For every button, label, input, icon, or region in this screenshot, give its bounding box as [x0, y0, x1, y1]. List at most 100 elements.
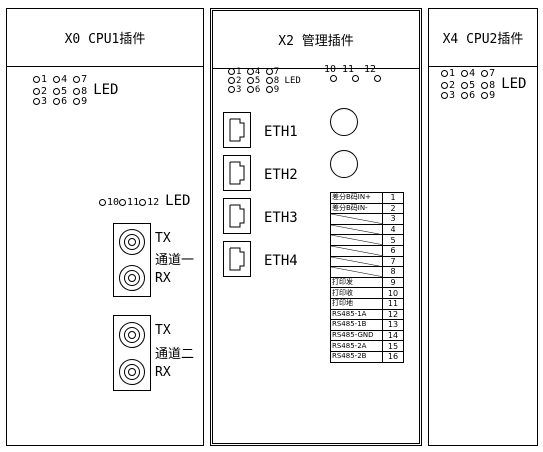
led-indicator — [73, 75, 81, 83]
led-indicator — [441, 91, 448, 99]
led-indicator — [73, 97, 81, 105]
terminal-number[interactable]: 10 — [382, 287, 404, 299]
terminal-number[interactable]: 11 — [382, 297, 404, 310]
terminal-label-unused — [330, 244, 383, 257]
led-indicator — [461, 81, 469, 89]
led-indicator — [441, 69, 448, 77]
led-indicator — [73, 87, 81, 95]
terminal-label-unused — [330, 266, 383, 278]
channel1-connector-box — [113, 223, 151, 297]
terminal-number[interactable]: 2 — [382, 202, 404, 215]
terminal-number[interactable]: 9 — [382, 276, 404, 289]
led-row-1: 1 4 7 — [33, 75, 118, 85]
led-label: LED — [165, 193, 191, 209]
led-indicator — [481, 81, 489, 89]
channel1-tx-port[interactable] — [119, 229, 145, 255]
led-indicator — [246, 77, 254, 84]
terminal-label: RS485-1A — [330, 308, 383, 321]
led-row-2: 2 5 8 LED — [228, 77, 301, 86]
mgmt-led-10-label: 10 — [324, 64, 337, 75]
terminal-row: 差分B码IN-2 — [330, 202, 404, 215]
led-row-1: 1 4 7 — [441, 69, 526, 79]
channel1-rx-label: RX — [155, 271, 171, 286]
led-indicator — [228, 86, 235, 93]
led-indicator — [33, 75, 40, 83]
led-indicator — [265, 77, 273, 84]
led-indicator — [228, 68, 235, 75]
terminal-number[interactable]: 7 — [382, 255, 404, 268]
cpu1-led-grid: 1 4 7 2 5 8 LED 3 6 9 — [33, 75, 118, 107]
terminal-number[interactable]: 15 — [382, 340, 404, 352]
terminal-number[interactable]: 16 — [382, 350, 404, 363]
terminal-row: 5 — [330, 234, 404, 246]
led-indicator — [53, 87, 61, 95]
terminal-row: 7 — [330, 255, 404, 268]
led-indicator — [119, 198, 127, 206]
channel2-tx-label: TX — [155, 323, 171, 338]
terminal-label-unused — [330, 223, 383, 236]
channel2-name: 通道二 — [155, 347, 195, 362]
led-indicator — [99, 198, 106, 206]
terminal-number[interactable]: 12 — [382, 308, 404, 321]
terminal-row: 8 — [330, 266, 404, 278]
terminal-row: 3 — [330, 213, 404, 225]
terminal-number[interactable]: 14 — [382, 329, 404, 342]
led-row-1: 1 4 7 — [228, 68, 301, 77]
mgmt-led-12-label: 12 — [364, 64, 377, 75]
terminal-number[interactable]: 8 — [382, 266, 404, 278]
eth4-port[interactable] — [223, 241, 251, 277]
terminal-label-unused — [330, 213, 383, 225]
terminal-number[interactable]: 1 — [382, 192, 404, 204]
mgmt-led-10 — [330, 75, 337, 82]
channel1-rx-port[interactable] — [119, 265, 145, 291]
eth1-port[interactable] — [223, 112, 251, 148]
led-row-3: 3 6 9 — [33, 97, 118, 107]
led-indicator — [481, 91, 489, 99]
led-row-3: 3 6 9 — [228, 86, 301, 95]
channel2-rx-port[interactable] — [119, 359, 145, 385]
terminal-number[interactable]: 5 — [382, 234, 404, 246]
led-indicator — [33, 87, 40, 95]
mgmt-round-button-2[interactable] — [330, 150, 358, 178]
terminal-number[interactable]: 13 — [382, 319, 404, 331]
mgmt-round-button-1[interactable] — [330, 108, 358, 136]
terminal-row: 4 — [330, 223, 404, 236]
ethernet-port-icon — [229, 247, 245, 271]
led-row-2: 2 5 8 LED — [33, 83, 118, 97]
led-label: LED — [501, 76, 527, 92]
terminal-label: 打印发 — [330, 276, 383, 289]
terminal-row: 6 — [330, 244, 404, 257]
led-indicator — [441, 81, 448, 89]
mgmt-led-12 — [374, 75, 381, 82]
eth3-label: ETH3 — [264, 210, 298, 226]
eth2-port[interactable] — [223, 155, 251, 191]
mgmt-led-11-label: 11 — [342, 64, 355, 75]
channel1-name: 通道一 — [155, 253, 195, 268]
cpu2-led-grid: 1 4 7 2 5 8 LED 3 6 9 — [441, 69, 526, 101]
terminal-label: RS485-GND — [330, 329, 383, 342]
ethernet-port-icon — [229, 118, 245, 142]
terminal-number[interactable]: 4 — [382, 223, 404, 236]
terminal-label-unused — [330, 234, 383, 246]
terminal-number[interactable]: 3 — [382, 213, 404, 225]
led-row-2: 2 5 8 LED — [441, 76, 527, 92]
mgmt-led-grid: 1 4 7 2 5 8 LED 3 6 9 — [228, 68, 301, 95]
channel2-tx-port[interactable] — [119, 322, 145, 348]
eth4-label: ETH4 — [264, 253, 298, 269]
cpu2-title: X4 CPU2插件 — [429, 9, 537, 67]
eth3-port[interactable] — [223, 198, 251, 234]
led-label: LED — [284, 76, 301, 86]
led-indicator — [481, 69, 489, 77]
eth2-label: ETH2 — [264, 167, 298, 183]
terminal-number[interactable]: 6 — [382, 244, 404, 257]
channel2-rx-label: RX — [155, 365, 171, 380]
